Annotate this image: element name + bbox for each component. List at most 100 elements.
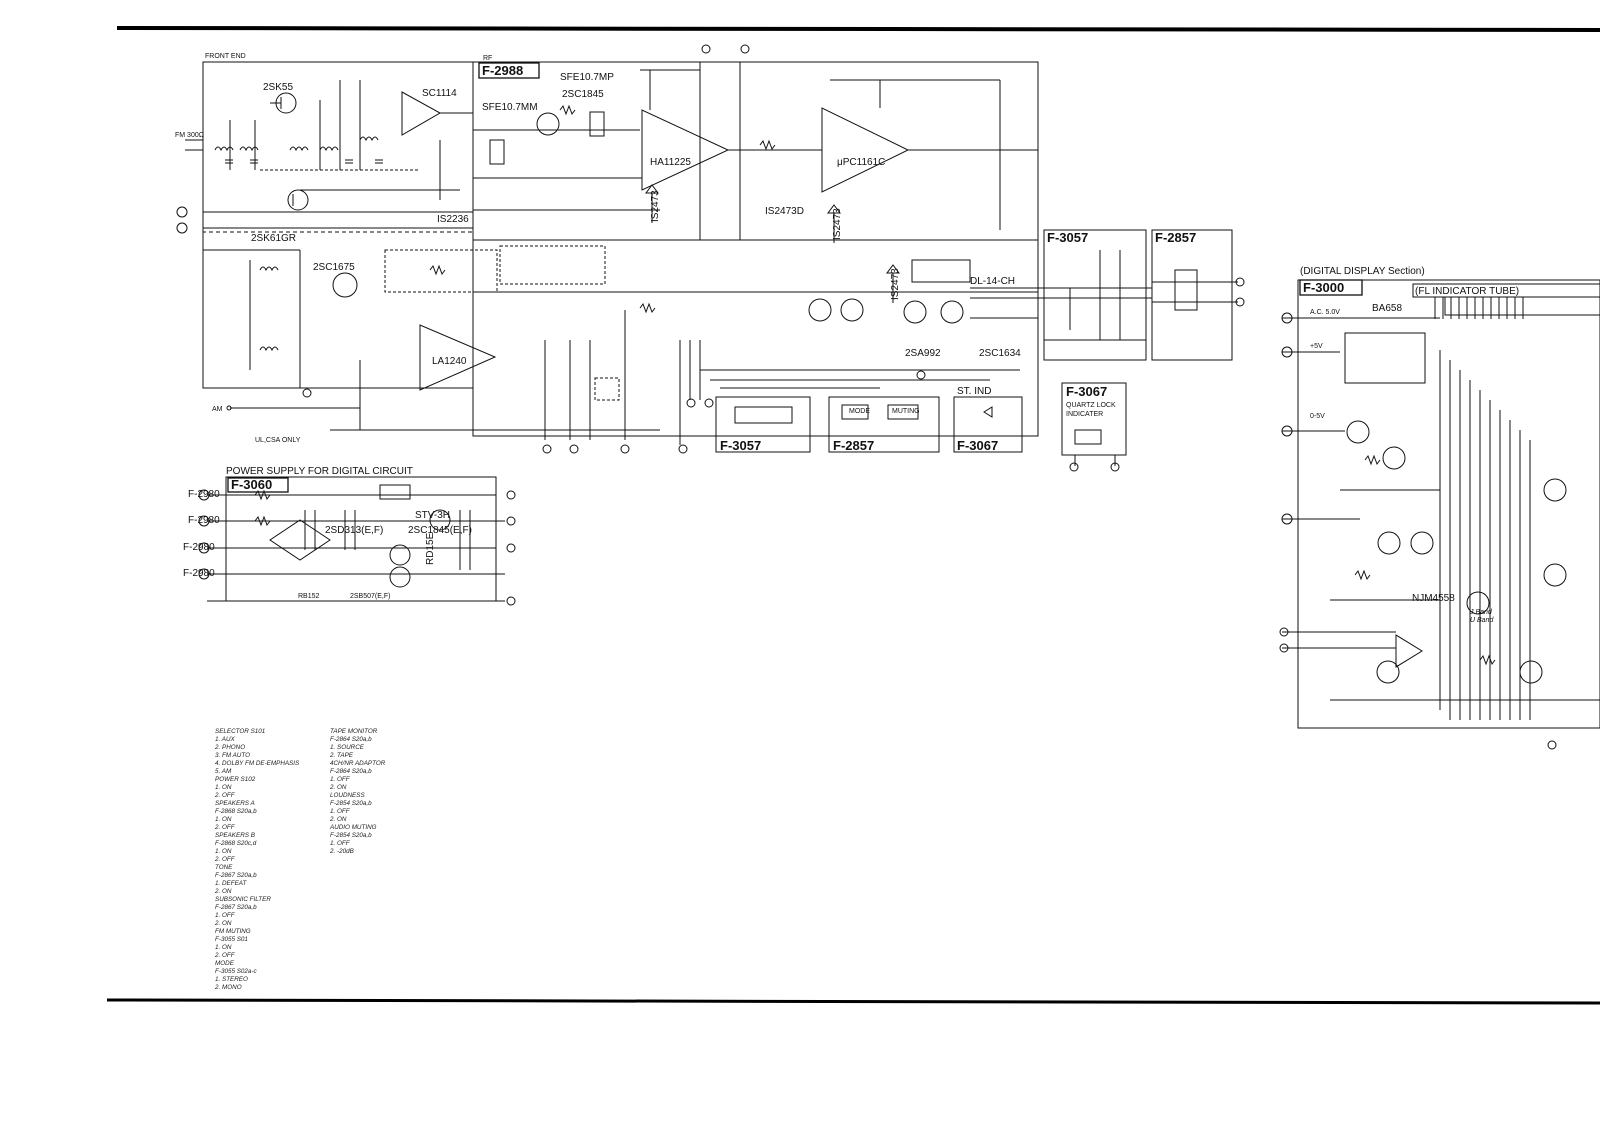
legend-line: POWER S102 (215, 776, 256, 783)
f2980-label-1: F-2980 (188, 489, 220, 500)
ac-5v-label: A.C. 5.0V (1310, 309, 1340, 316)
part-2sk55: 2SK55 (263, 82, 293, 93)
part-2sc1845-rf: 2SC1845 (562, 89, 604, 100)
legend-line: 1. OFF (330, 808, 350, 815)
part-sfe-mm: SFE10.7MM (482, 102, 538, 113)
part-rb152: RB152 (298, 593, 320, 600)
legend-line: F-2868 S20a,b (215, 808, 257, 815)
legend-line: 1. DEFEAT (215, 880, 247, 887)
legend-line: F-2854 S20a,b (330, 832, 372, 839)
part-upc1161c: μPC1161C (837, 157, 885, 168)
part-ba658: BA658 (1372, 303, 1402, 314)
board-3067-ql: F-3067 (1066, 384, 1107, 399)
part-njm4558: NJM4558 (1412, 593, 1455, 604)
legend-line: 2. TAPE (330, 752, 353, 759)
f2980-label-2: F-2980 (188, 515, 220, 526)
legend-line: 4CH/NR ADAPTOR (330, 760, 386, 767)
legend-line: AUDIO MUTING (330, 824, 377, 831)
rf-label: RF (483, 55, 492, 62)
legend-line: MODE (215, 960, 234, 967)
board-3057-top: F-3057 (1047, 230, 1088, 245)
legend-line: 2. PHONO (215, 744, 246, 751)
fl-tube-label: (FL INDICATOR TUBE) (1415, 286, 1519, 297)
legend-line: 1. ON (215, 784, 232, 791)
part-2sc1675: 2SC1675 (313, 262, 355, 273)
st-ind-label: ST. IND (957, 386, 991, 397)
part-2sc1845-ps: 2SC1845(E,F) (408, 525, 472, 536)
legend-line: 2. OFF (215, 952, 235, 959)
part-is2236: IS2236 (437, 214, 469, 225)
legend-line: 1. ON (215, 944, 232, 951)
part-is2473-b: IS2473 (832, 208, 843, 240)
legend-line: 3. FM AUTO (215, 752, 250, 759)
mode-label: MODE (849, 408, 870, 415)
legend-line: 1. ON (215, 848, 232, 855)
legend-line: F-3055 S01 (215, 936, 248, 943)
digital-display-block (1282, 279, 1600, 729)
board-3067-st: F-3067 (957, 438, 998, 453)
legend-line: SUBSONIC FILTER (215, 896, 271, 903)
part-rd15e: RD15E (425, 532, 436, 565)
legend-line: SPEAKERS A (215, 800, 255, 807)
legend-line: F-2868 S20c,d (215, 840, 257, 847)
part-2sk61gr: 2SK61GR (251, 233, 296, 244)
part-2sa992: 2SA992 (905, 348, 941, 359)
legend-line: SELECTOR S101 (215, 728, 266, 735)
am-label: AM (212, 406, 223, 413)
board-2857-bottom: F-2857 (833, 438, 874, 453)
legend-line: 5. AM (215, 768, 232, 775)
legend-line: LOUDNESS (330, 792, 365, 799)
power-title: POWER SUPPLY FOR DIGITAL CIRCUIT (226, 466, 413, 477)
legend-line: TONE (215, 864, 233, 871)
board-3057-bottom: F-3057 (720, 438, 761, 453)
part-ha11225: HA11225 (650, 157, 691, 168)
top-rule (116, 26, 1600, 32)
legend-line: TAPE MONITOR (330, 728, 378, 735)
part-stv-3h: STV-3H (415, 510, 450, 521)
rf-if-block (332, 61, 1039, 445)
muting-label: MUTING (892, 408, 920, 415)
plus-5v-label: +5V (1310, 343, 1323, 350)
part-la1240: LA1240 (432, 356, 467, 367)
legend-line: 1. OFF (330, 840, 350, 847)
legend-line: 2. -20dB (330, 848, 354, 855)
legend-line: 2. ON (330, 784, 347, 791)
part-2sd313: 2SD313(E,F) (325, 525, 383, 536)
j-band-label: J Band (1469, 609, 1493, 616)
legend-line: F-3055 S02a-c (215, 968, 257, 975)
legend-line: 1. SOURCE (330, 744, 364, 751)
quartz-lock-label-2: INDICATER (1066, 411, 1103, 418)
ul-csa-label: UL,CSA ONLY (255, 437, 301, 444)
quartz-lock-label-1: QUARTZ LOCK (1066, 402, 1116, 409)
digital-title: (DIGITAL DISPLAY Section) (1300, 266, 1425, 277)
bottom-rule (106, 998, 1600, 1005)
legend-line: 1. AUX (215, 736, 235, 743)
legend-line: 2. ON (330, 816, 347, 823)
switch-legend-col1: SELECTOR S101 1. AUX 2. PHONO 3. FM AUTO… (215, 728, 299, 992)
f2980-label-3: F-2980 (183, 542, 215, 553)
part-2sb507: 2SB507(E,F) (350, 593, 390, 600)
part-is2473-c: IS2473 (890, 268, 901, 300)
part-2sc1634: 2SC1634 (979, 348, 1021, 359)
part-is2473-a: IS2473 (650, 190, 661, 222)
legend-line: 2. OFF (215, 856, 235, 863)
legend-line: FM MUTING (215, 928, 251, 935)
legend-line: F-2864 S20a,b (330, 736, 372, 743)
digital-board-id: F-3000 (1303, 280, 1344, 295)
sub-boards (715, 382, 1127, 466)
legend-line: 2. ON (215, 920, 232, 927)
right-blocks (1038, 229, 1238, 361)
switch-legend-col2: TAPE MONITOR F-2864 S20a,b 1. SOURCE 2. … (330, 728, 385, 856)
legend-line: 2. OFF (215, 792, 235, 799)
fm-300-label: FM 300Ω (175, 132, 204, 139)
board-2857-top: F-2857 (1155, 230, 1196, 245)
legend-line: 2. MONO (215, 984, 242, 991)
power-supply-block (207, 476, 505, 602)
legend-line: 1. ON (215, 816, 232, 823)
part-sfe-mp: SFE10.7MP (560, 72, 614, 83)
legend-line: 2. ON (215, 888, 232, 895)
legend-line: 1. OFF (330, 776, 350, 783)
u-band-label: U Band (1470, 617, 1494, 624)
part-dl-14-ch: DL-14-CH (970, 276, 1015, 287)
